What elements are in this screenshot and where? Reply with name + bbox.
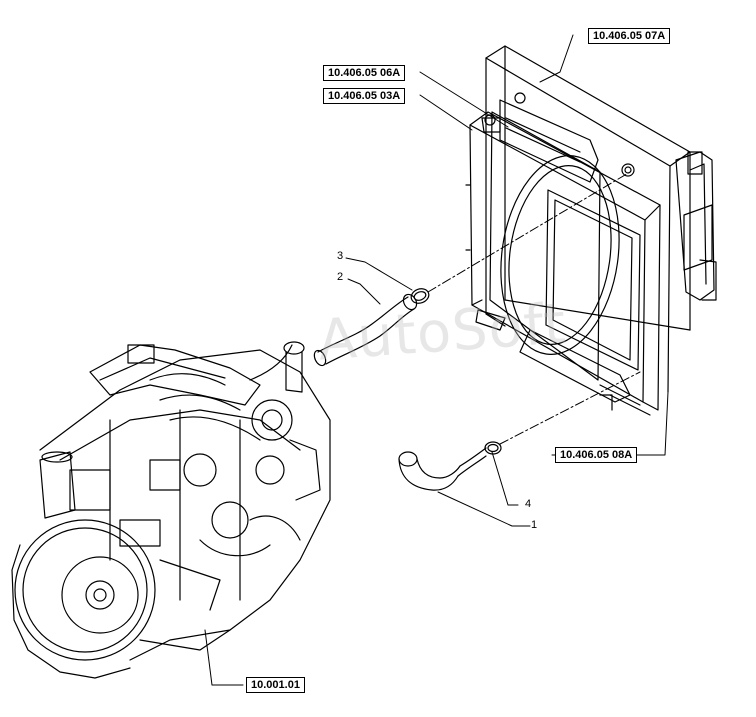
ref-label-10-001-01[interactable]: 10.001.01 [246,677,305,693]
ref-label-10-406-05-06a[interactable]: 10.406.05 06A [323,65,406,81]
radiator-assembly [465,45,717,416]
lower-clamp [484,441,502,455]
alignment-lines [427,171,641,445]
ref-label-10-406-05-08a[interactable]: 10.406.05 08A [555,447,638,463]
callout-part-4: 4 [525,498,532,510]
ref-label-10-406-05-03a[interactable]: 10.406.05 03A [323,88,406,104]
upper-clamp [410,288,430,304]
callout-part-2: 2 [337,271,344,283]
callout-part-3: 3 [337,250,344,262]
engine-assembly [11,341,331,679]
ref-label-10-406-05-07a[interactable]: 10.406.05 07A [588,28,671,44]
lower-hose [398,447,487,491]
callout-part-1: 1 [531,519,538,531]
